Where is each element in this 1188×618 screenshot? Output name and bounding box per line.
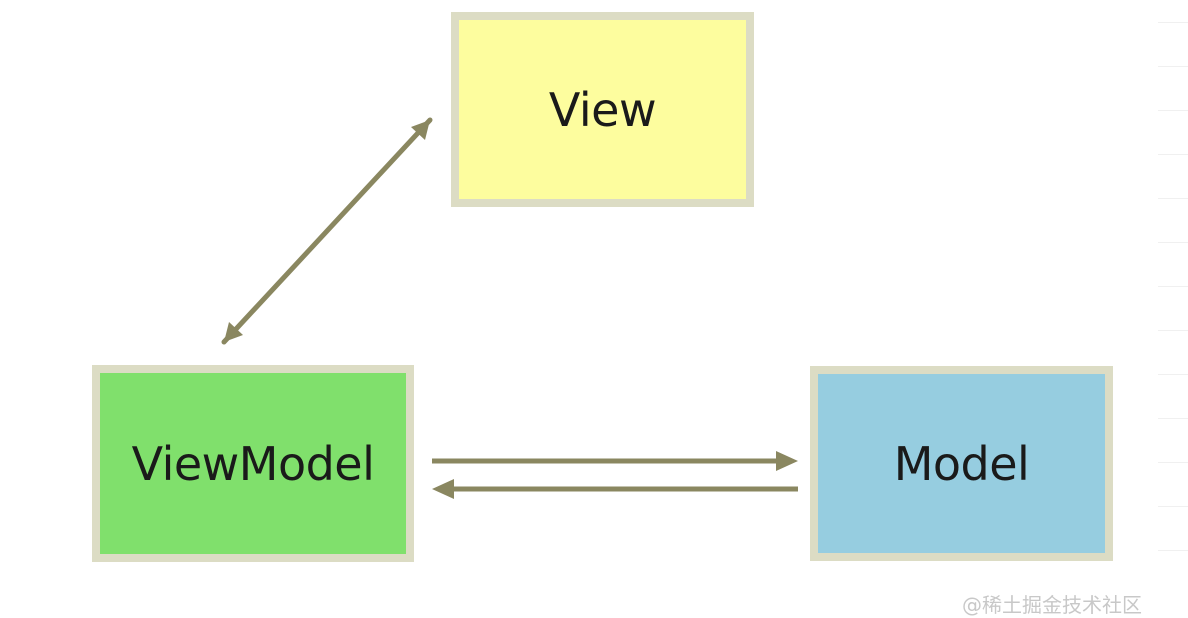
- viewmodel-box: ViewModel: [92, 365, 414, 562]
- watermark: @稀土掘金技术社区: [962, 593, 1142, 617]
- view-label: View: [548, 82, 657, 137]
- view-box: View: [451, 12, 754, 207]
- model-box: Model: [810, 366, 1113, 561]
- arrow-model-to-viewmodel: [432, 479, 798, 499]
- arrow-viewmodel-view-bidirectional: [221, 117, 433, 345]
- faint-horizontal-rules: [1158, 0, 1188, 612]
- arrow-viewmodel-to-model: [432, 451, 798, 471]
- viewmodel-label: ViewModel: [131, 436, 375, 491]
- model-label: Model: [893, 436, 1030, 491]
